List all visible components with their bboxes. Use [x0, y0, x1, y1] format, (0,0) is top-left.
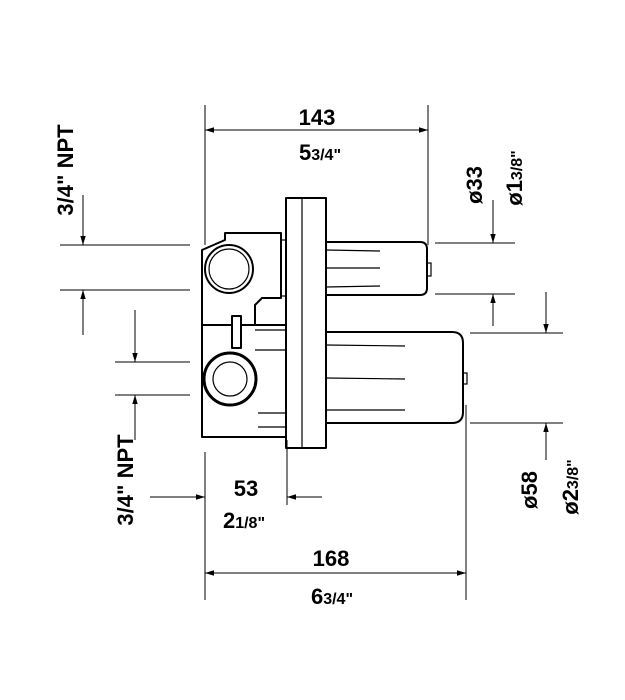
dimension-top-port: 3/4" NPT — [53, 124, 190, 335]
dim-58-mm: ø58 — [517, 471, 542, 509]
top-port-icon — [204, 244, 254, 294]
dimension-168: 168 63/4" — [205, 546, 466, 609]
valve-body — [201, 197, 468, 449]
dim-168-mm: 168 — [313, 546, 350, 571]
dim-143-mm: 143 — [299, 105, 336, 130]
dimension-diameter-33: ø33 ø13/8" — [435, 150, 527, 326]
bottom-port-icon — [202, 351, 258, 407]
dim-168-in: 63/4" — [311, 584, 353, 609]
dim-33-mm: ø33 — [462, 166, 487, 204]
dimension-143: 143 53/4" — [204, 105, 429, 245]
dim-53-in: 21/8" — [223, 508, 265, 533]
dim-53-mm: 53 — [234, 476, 258, 501]
bottom-port-label: 3/4" NPT — [113, 434, 138, 526]
mounting-plate — [285, 197, 327, 449]
dim-143-in: 53/4" — [299, 140, 341, 165]
dim-58-in: ø23/8" — [558, 459, 583, 515]
dimension-diameter-58: ø58 ø23/8" — [465, 292, 583, 600]
dim-33-in: ø13/8" — [502, 150, 527, 206]
large-cartridge — [325, 331, 464, 424]
top-port-label: 3/4" NPT — [53, 124, 78, 216]
dimension-53: 53 21/8" — [150, 440, 322, 600]
dimension-bottom-port: 3/4" NPT — [113, 310, 190, 526]
